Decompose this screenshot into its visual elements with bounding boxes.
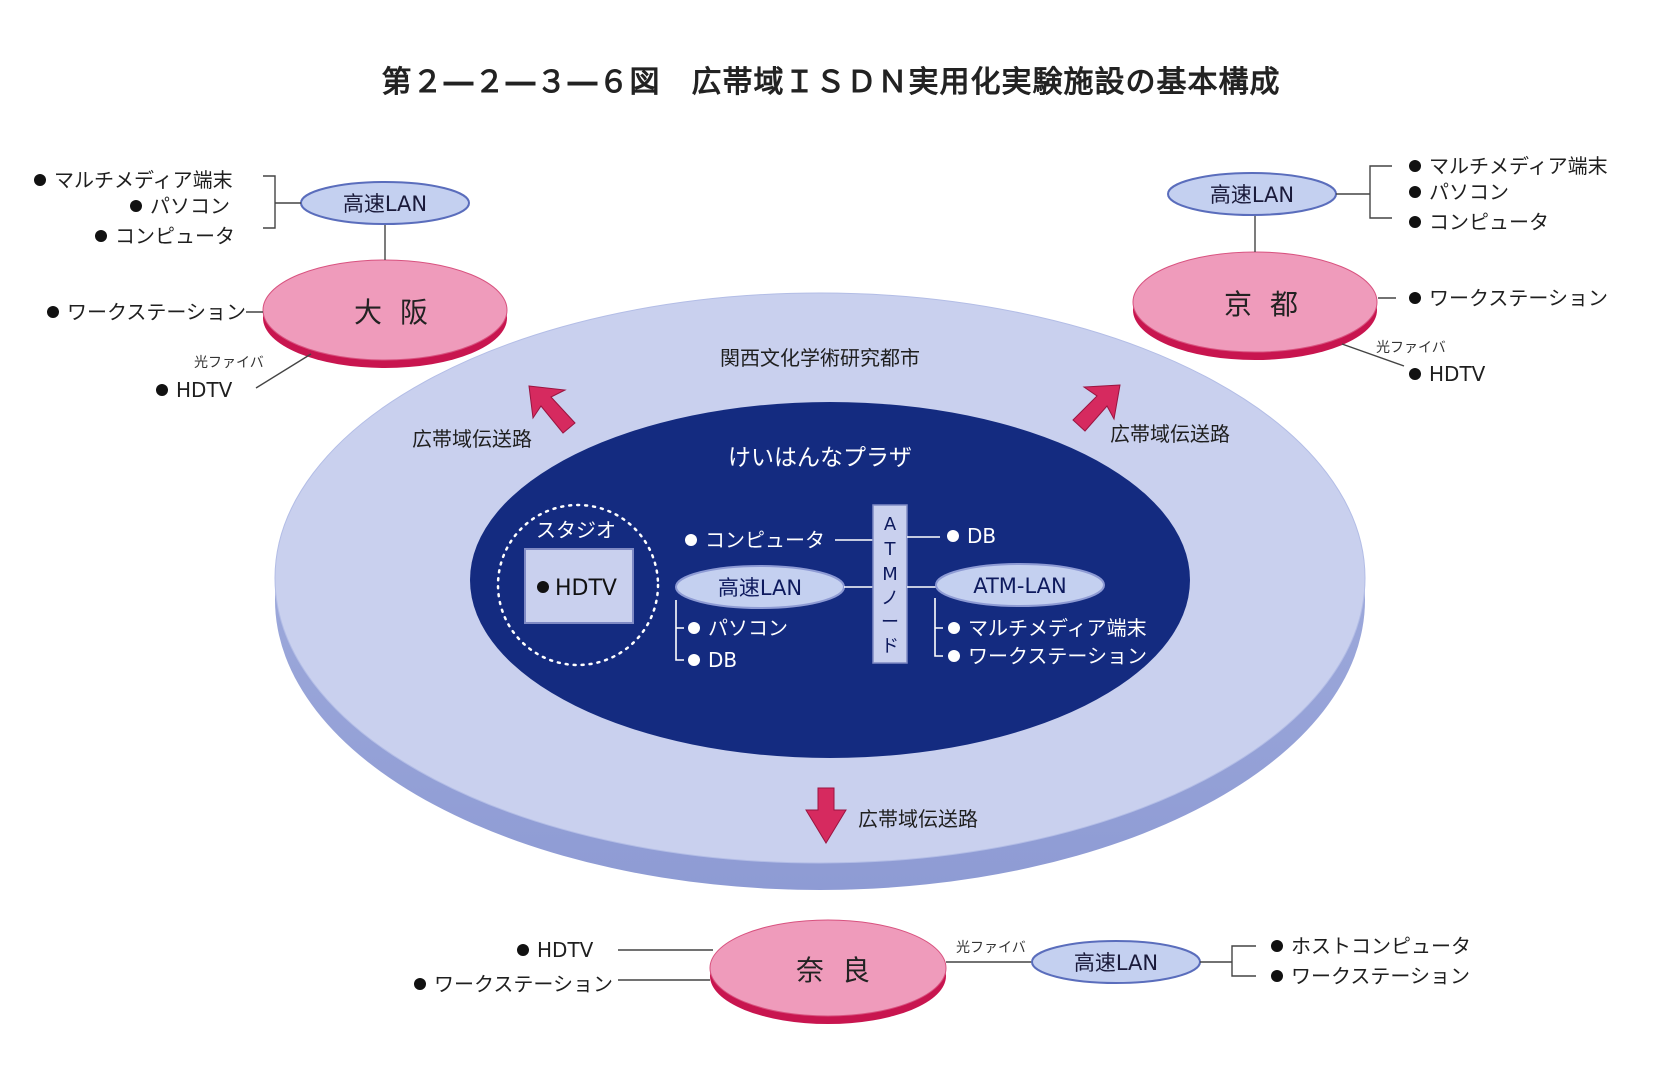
atm-lan-device: マルチメディア端末 — [968, 616, 1147, 640]
studio-label: スタジオ — [536, 518, 616, 542]
bullet-icon — [685, 534, 697, 546]
bullet-icon — [1409, 186, 1421, 198]
kyoto-lan-label: 高速LAN — [1210, 183, 1294, 207]
nara-lan-label: 高速LAN — [1074, 951, 1158, 975]
atm-node: A T M ノ ー ド — [872, 504, 908, 664]
plaza-lan-label: 高速LAN — [718, 576, 802, 600]
kyoto-label: 京都 — [1224, 288, 1316, 321]
bullet-icon — [537, 581, 549, 593]
bullet-icon — [688, 654, 700, 666]
bullet-icon — [948, 650, 960, 662]
nara-hdtv: HDTV — [537, 938, 594, 962]
bullet-icon — [1271, 970, 1283, 982]
bullet-icon — [517, 944, 529, 956]
svg-text:T: T — [884, 539, 897, 560]
bullet-icon — [95, 230, 107, 242]
nara-label: 奈良 — [796, 954, 888, 987]
bullet-icon — [414, 978, 426, 990]
bullet-icon — [947, 530, 959, 542]
osaka-lan-device: パソコン — [150, 194, 230, 218]
osaka-hdtv: HDTV — [176, 378, 233, 402]
bullet-icon — [130, 200, 142, 212]
link-label-left: 広帯域伝送路 — [412, 427, 532, 451]
figure-title: 第２―２―３―６図 広帯域ＩＳＤＮ実用化実験施設の基本構成 — [382, 65, 1281, 100]
plaza-label: けいはんなプラザ — [728, 445, 912, 471]
bullet-icon — [948, 622, 960, 634]
svg-text:M: M — [882, 564, 898, 585]
arrow-down-icon — [805, 787, 847, 844]
arrow-up-right-icon — [1072, 384, 1121, 432]
plaza-computer: コンピュータ — [705, 528, 825, 552]
plaza-lan-device: パソコン — [708, 616, 788, 640]
bullet-icon — [1409, 368, 1421, 380]
nara-fiber: 光ファイバ — [956, 940, 1026, 956]
kyoto-fiber: 光ファイバ — [1376, 340, 1446, 356]
kyoto-lan-device: パソコン — [1429, 180, 1509, 204]
svg-text:ド: ド — [881, 636, 899, 657]
svg-text:A: A — [884, 514, 897, 535]
kyoto-workstation: ワークステーション — [1429, 286, 1608, 310]
bullet-icon — [34, 174, 46, 186]
kyoto-lan-device: コンピュータ — [1429, 210, 1549, 234]
plaza-lan-device: DB — [708, 648, 737, 672]
osaka-workstation: ワークステーション — [67, 300, 246, 324]
bullet-icon — [1409, 292, 1421, 304]
nara-lan-device: ホストコンピュータ — [1291, 934, 1471, 958]
studio: スタジオ HDTV — [496, 503, 660, 667]
osaka-node: 大阪 — [262, 259, 508, 368]
kyoto-lan-device: マルチメディア端末 — [1429, 154, 1608, 178]
atm-lan — [935, 563, 1105, 607]
svg-text:ノ: ノ — [881, 588, 899, 609]
atm-lan-label: ATM-LAN — [973, 574, 1067, 598]
bullet-icon — [1271, 940, 1283, 952]
osaka-label: 大阪 — [354, 296, 446, 329]
arrow-up-left-icon — [528, 385, 576, 434]
bullet-icon — [688, 622, 700, 634]
svg-text:ー: ー — [881, 612, 899, 633]
bullet-icon — [1409, 160, 1421, 172]
osaka-lan-label: 高速LAN — [343, 192, 427, 216]
bullet-icon — [47, 306, 59, 318]
studio-hdtv: HDTV — [555, 576, 617, 601]
kyoto-hdtv: HDTV — [1429, 362, 1486, 386]
atm-lan-device: ワークステーション — [968, 644, 1147, 668]
region-label: 関西文化学術研究都市 — [720, 346, 920, 370]
bullet-icon — [156, 384, 168, 396]
osaka-lan-device: マルチメディア端末 — [54, 168, 233, 192]
nara-workstation: ワークステーション — [434, 972, 613, 996]
link-label-right: 広帯域伝送路 — [1110, 422, 1230, 446]
kyoto-node: 京都 — [1132, 251, 1378, 360]
osaka-lan-device: コンピュータ — [115, 224, 235, 248]
osaka-fiber: 光ファイバ — [194, 355, 264, 371]
plaza-db: DB — [967, 524, 996, 548]
link-label-bottom: 広帯域伝送路 — [858, 807, 978, 831]
nara-lan-device: ワークステーション — [1291, 964, 1470, 988]
nara-node: 奈良 — [709, 919, 947, 1024]
bullet-icon — [1409, 216, 1421, 228]
